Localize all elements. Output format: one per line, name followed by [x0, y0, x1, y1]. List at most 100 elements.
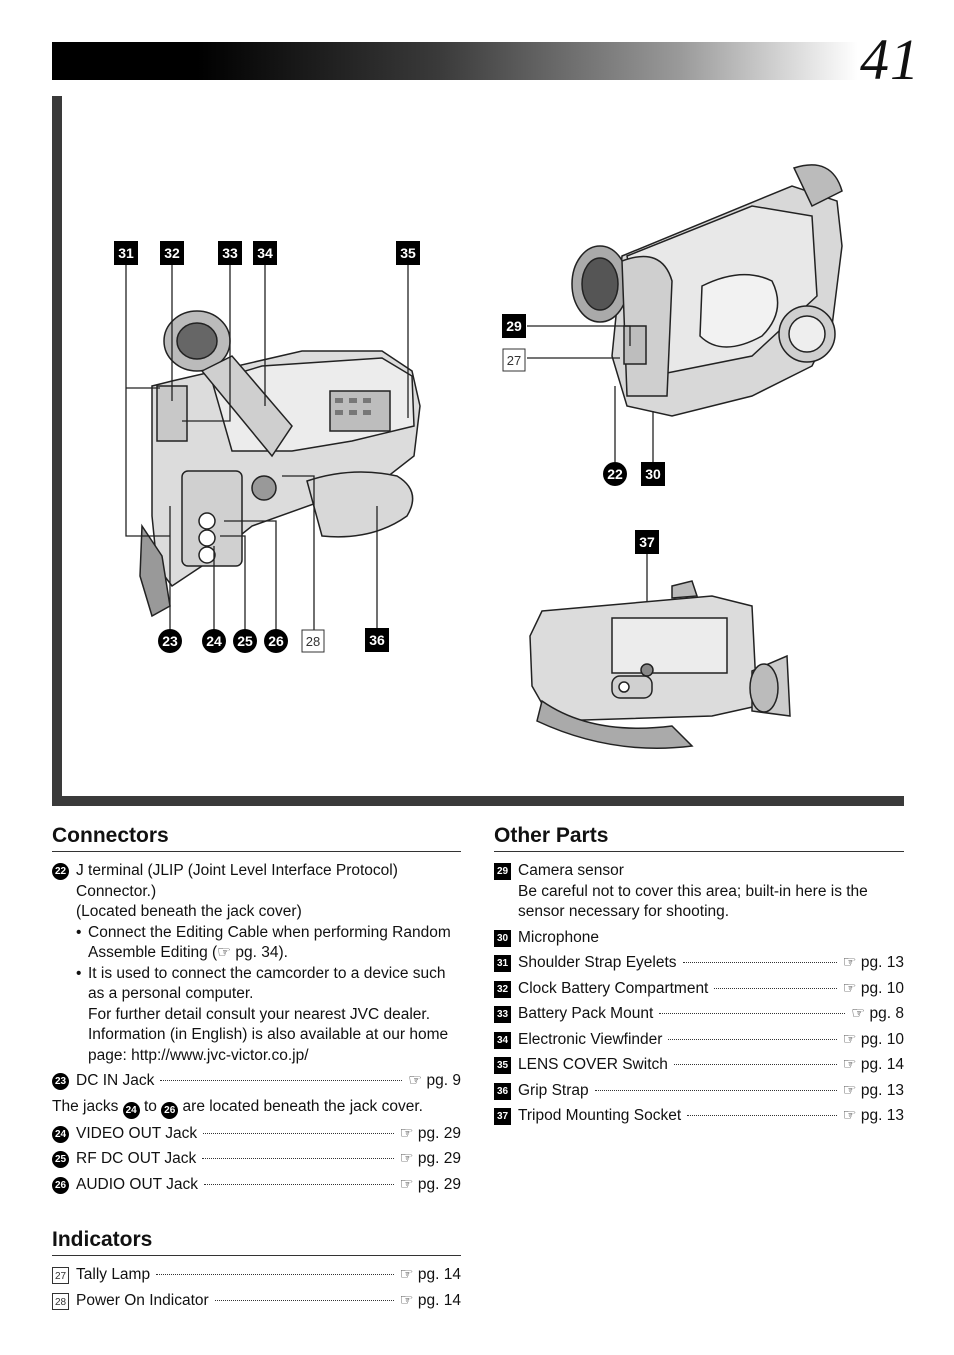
callout-31: 31: [114, 241, 138, 265]
item-28-label: Power On Indicator: [76, 1291, 209, 1309]
item-number-30: 30: [494, 929, 511, 947]
svg-text:25: 25: [237, 633, 253, 649]
indicators-title: Indicators: [52, 1228, 461, 1256]
indicator-item-27: 27 Tally Lamp☞ pg. 14: [52, 1265, 461, 1286]
camcorder-rear-illustration: [139, 310, 421, 618]
item-37-ref: ☞ pg. 13: [842, 1107, 904, 1124]
item-22-line3: (Located beneath the jack cover): [76, 903, 302, 920]
svg-text:29: 29: [506, 318, 522, 334]
item-23-label: DC IN Jack: [76, 1072, 155, 1089]
callout-30: 30: [641, 462, 665, 486]
svg-text:23: 23: [162, 633, 178, 649]
svg-text:24: 24: [206, 633, 222, 649]
jacks-note-mid: to: [143, 1097, 157, 1115]
connectors-title: Connectors: [52, 824, 461, 852]
item-24-ref: ☞ pg. 29: [399, 1124, 461, 1142]
item-22-bullet2-more: For further detail consult your nearest …: [88, 1005, 449, 1064]
item-number-36: 36: [494, 1082, 511, 1100]
connector-item-24: 24 VIDEO OUT Jack ☞ pg. 29: [52, 1124, 461, 1145]
svg-text:37: 37: [639, 534, 655, 550]
item-24-label: VIDEO OUT Jack: [76, 1124, 198, 1142]
connector-item-26: 26 AUDIO OUT Jack ☞ pg. 29: [52, 1175, 461, 1196]
item-26-ref: ☞ pg. 29: [399, 1175, 461, 1193]
item-37-label: Tripod Mounting Socket: [518, 1107, 682, 1124]
item-number-37: 37: [494, 1108, 511, 1125]
camcorder-front-illustration: [571, 164, 843, 417]
jacks-note-to: 26: [161, 1101, 179, 1119]
item-number-29: 29: [494, 863, 511, 880]
indicator-item-28: 28 Power On Indicator ☞ pg. 14: [52, 1291, 461, 1312]
item-number-32: 32: [494, 980, 511, 998]
camcorder-figure: 31 32 33 34 35 23 24 25 26 28 36: [52, 96, 904, 806]
callout-37: 37: [635, 530, 659, 554]
part-item-35: 35 LENS COVER Switch☞ pg. 14: [494, 1055, 904, 1076]
callout-34: 34: [253, 241, 277, 265]
item-number-22: 22: [52, 863, 69, 880]
connector-item-22: 22 J terminal (JLIP (Joint Level Interfa…: [52, 861, 461, 1066]
callout-28: 28: [301, 629, 325, 653]
item-30-label: Microphone: [518, 928, 599, 946]
svg-text:26: 26: [268, 633, 284, 649]
item-28-ref: ☞ pg. 14: [399, 1291, 461, 1309]
callout-36: 36: [365, 628, 389, 652]
item-number-26: 26: [52, 1176, 69, 1194]
item-number-31: 31: [494, 955, 511, 972]
item-25-label: RF DC OUT Jack: [76, 1150, 197, 1167]
part-item-36: 36 Grip Strap ☞ pg. 13: [494, 1081, 904, 1102]
item-27-ref: ☞ pg. 14: [399, 1266, 461, 1283]
jacks-note-post: are located beneath the jack cover.: [182, 1097, 423, 1115]
item-29-desc: Be careful not to cover this area; built…: [518, 882, 868, 921]
figure-frame-left: [52, 96, 62, 806]
connector-item-23: 23 DC IN Jack ☞ pg. 9: [52, 1071, 461, 1092]
item-33-ref: ☞ pg. 8: [851, 1005, 904, 1022]
item-34-label: Electronic Viewfinder: [518, 1030, 663, 1048]
item-36-ref: ☞ pg. 13: [842, 1081, 904, 1099]
connector-item-25: 25 RF DC OUT Jack☞ pg. 29: [52, 1149, 461, 1170]
item-33-label: Battery Pack Mount: [518, 1005, 654, 1022]
svg-text:35: 35: [400, 245, 416, 261]
other-parts-section: Other Parts 29 Camera sensor Be careful …: [494, 824, 904, 1132]
svg-text:32: 32: [164, 245, 180, 261]
item-22-line1: J terminal (JLIP (Joint Level Interface …: [76, 862, 398, 879]
callout-35: 35: [396, 241, 420, 265]
item-number-23: 23: [52, 1073, 69, 1090]
item-35-label: LENS COVER Switch: [518, 1056, 668, 1073]
part-item-37: 37 Tripod Mounting Socket ☞ pg. 13: [494, 1106, 904, 1127]
item-26-label: AUDIO OUT Jack: [76, 1175, 199, 1193]
callout-32: 32: [160, 241, 184, 265]
callout-27: 27: [502, 348, 526, 372]
item-32-label: Clock Battery Compartment: [518, 979, 709, 997]
part-item-32: 32 Clock Battery Compartment☞ pg. 10: [494, 979, 904, 1000]
svg-text:22: 22: [607, 466, 623, 482]
svg-text:27: 27: [507, 353, 521, 368]
callout-22: 22: [603, 462, 627, 486]
item-34-ref: ☞ pg. 10: [842, 1030, 904, 1048]
item-number-24: 24: [52, 1125, 69, 1143]
svg-text:34: 34: [257, 245, 273, 261]
jacks-note-pre: The jacks: [52, 1097, 119, 1115]
svg-text:28: 28: [306, 634, 320, 649]
svg-text:36: 36: [369, 632, 385, 648]
item-number-33: 33: [494, 1006, 511, 1023]
page-number: 41: [860, 27, 920, 92]
figure-frame-bottom: [52, 796, 904, 806]
svg-text:33: 33: [222, 245, 238, 261]
part-item-30: 30 Microphone: [494, 928, 904, 949]
callout-26: 26: [264, 629, 288, 653]
item-number-25: 25: [52, 1151, 69, 1168]
item-27-label: Tally Lamp: [76, 1266, 151, 1283]
item-number-35: 35: [494, 1057, 511, 1074]
callout-25: 25: [233, 629, 257, 653]
item-22-bullet1: Connect the Editing Cable when performin…: [76, 923, 461, 964]
item-number-28: 28: [52, 1292, 69, 1310]
callout-23: 23: [158, 629, 182, 653]
jacks-note: The jacks 24 to 26 are located beneath t…: [52, 1097, 461, 1119]
item-31-label: Shoulder Strap Eyelets: [518, 954, 677, 971]
item-23-ref: ☞ pg. 9: [408, 1072, 461, 1089]
part-item-31: 31 Shoulder Strap Eyelets☞ pg. 13: [494, 953, 904, 974]
item-number-34: 34: [494, 1031, 511, 1049]
callout-24: 24: [202, 629, 226, 653]
camcorder-bottom-illustration: [529, 580, 791, 749]
item-36-label: Grip Strap: [518, 1081, 589, 1099]
callout-29: 29: [502, 314, 526, 338]
